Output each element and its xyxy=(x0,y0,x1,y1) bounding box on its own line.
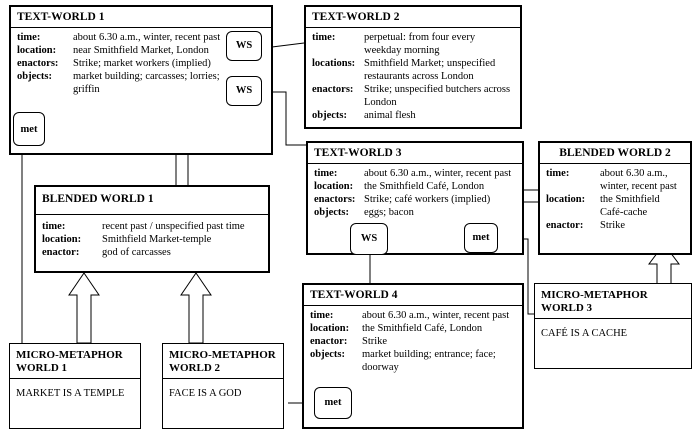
tw3-objects-row: objects:eggs; bacon xyxy=(314,207,414,218)
tw1-enactors-row: enactors:Strike; market workers (implied… xyxy=(17,58,211,69)
bw2-time-row: time:about 6.30 a.m., winter, recent pas… xyxy=(546,168,677,192)
tw2-time-row: time:perpetual: from four every weekday … xyxy=(312,32,476,56)
text-world-2-title: TEXT-WORLD 2 xyxy=(306,7,520,28)
arrow-mm1-to-blended1 xyxy=(68,272,100,344)
micro-metaphor-world-1: MICRO-METAPHOR WORLD 1 MARKET IS A TEMPL… xyxy=(9,343,141,429)
tw2-locations-row: locations:Smithfield Market; unspecified… xyxy=(312,58,496,82)
tw4-location-row: location:the Smithfield Café, London xyxy=(310,323,483,334)
tw3-location-row: location:the Smithfield Café, London xyxy=(314,181,485,192)
micro-metaphor-world-3: MICRO-METAPHOR WORLD 3 CAFÉ IS A CACHE xyxy=(534,283,692,369)
micro-metaphor-world-3-text: CAFÉ IS A CACHE xyxy=(541,328,628,339)
text-world-3-title: TEXT-WORLD 3 xyxy=(308,143,522,164)
bw2-location-row: location:the Smithfield Café-cache xyxy=(546,194,660,218)
text-world-1: TEXT-WORLD 1 time:about 6.30 a.m., winte… xyxy=(9,5,273,155)
blended-world-1-title: BLENDED WORLD 1 xyxy=(36,187,268,215)
tw4-objects-row: objects:market building; entrance; face;… xyxy=(310,349,496,373)
text-world-4-title: TEXT-WORLD 4 xyxy=(304,285,522,306)
micro-metaphor-world-2-title: MICRO-METAPHOR WORLD 2 xyxy=(163,344,283,379)
arrow-mm2-to-blended1 xyxy=(180,272,212,344)
tw4-enactor-row: enactor:Strike xyxy=(310,336,388,347)
bw2-enactor-row: enactor:Strike xyxy=(546,220,626,231)
text-world-1-ws-switch: WS xyxy=(226,31,262,61)
text-world-1-met-switch: met xyxy=(13,112,45,146)
text-world-4-met-switch: met xyxy=(314,387,352,419)
tw3-time-row: time:about 6.30 a.m., winter, recent pas… xyxy=(314,168,512,179)
text-world-3-met-switch: met xyxy=(464,223,498,253)
text-world-3-ws-switch: WS xyxy=(350,223,388,255)
micro-metaphor-world-3-title: MICRO-METAPHOR WORLD 3 xyxy=(535,284,691,319)
micro-metaphor-world-2: MICRO-METAPHOR WORLD 2 FACE IS A GOD xyxy=(162,343,284,429)
blended-world-2-title: BLENDED WORLD 2 xyxy=(540,143,690,164)
text-world-4: TEXT-WORLD 4 time:about 6.30 a.m., winte… xyxy=(302,283,524,429)
text-world-1-title: TEXT-WORLD 1 xyxy=(11,7,271,28)
micro-metaphor-world-1-title: MICRO-METAPHOR WORLD 1 xyxy=(10,344,140,379)
tw2-enactors-row: enactors:Strike; unspecified butchers ac… xyxy=(312,84,511,108)
text-world-2: TEXT-WORLD 2 time:perpetual: from four e… xyxy=(304,5,522,129)
blended-world-1: BLENDED WORLD 1 time:recent past / unspe… xyxy=(34,185,270,273)
tw3-enactors-row: enactors:Strike; café workers (implied) xyxy=(314,194,491,205)
bw1-time-row: time:recent past / unspecified past time xyxy=(42,221,245,232)
bw1-location-row: location:Smithfield Market-temple xyxy=(42,234,212,245)
blended-world-2: BLENDED WORLD 2 time:about 6.30 a.m., wi… xyxy=(538,141,692,255)
tw1-objects-row: objects:market building; carcasses; lorr… xyxy=(17,71,220,95)
text-world-1-ws-switch-2: WS xyxy=(226,76,262,106)
micro-metaphor-world-2-text: FACE IS A GOD xyxy=(169,388,242,399)
ws-to-text-world-3-line xyxy=(264,91,306,146)
micro-metaphor-world-1-text: MARKET IS A TEMPLE xyxy=(16,388,125,399)
tw1-location-row: location:near Smithfield Market, London xyxy=(17,45,209,56)
text-world-3: TEXT-WORLD 3 time:about 6.30 a.m., winte… xyxy=(306,141,524,255)
bw1-enactor-row: enactor:god of carcasses xyxy=(42,247,171,258)
tw1-time-row: time:about 6.30 a.m., winter, recent pas… xyxy=(17,32,221,43)
tw4-time-row: time:about 6.30 a.m., winter, recent pas… xyxy=(310,310,510,321)
tw2-objects-row: objects:animal flesh xyxy=(312,110,416,121)
